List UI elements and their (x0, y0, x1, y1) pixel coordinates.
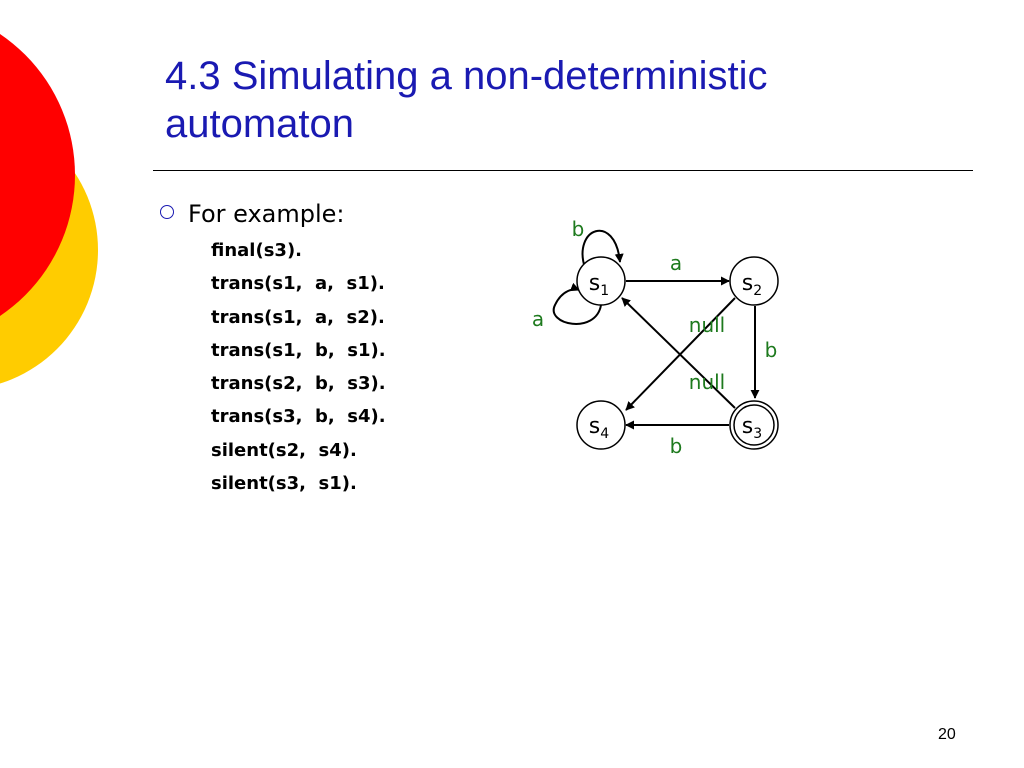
code-line: trans(s1, a, s1). (211, 273, 385, 295)
bullet-text: For example: (188, 200, 345, 228)
bullet-circle-icon (160, 205, 174, 219)
svg-text:s2: s2 (742, 271, 762, 299)
state-s4: s4 (576, 400, 626, 450)
state-s4-label: s (589, 414, 600, 439)
state-s1-sub: 1 (600, 283, 609, 299)
state-s2-sub: 2 (753, 283, 762, 299)
code-list: final(s3). trans(s1, a, s1). trans(s1, a… (211, 234, 386, 500)
edge-s1-loop-a (552, 282, 602, 325)
state-s1: s1 (576, 256, 626, 306)
code-line: silent(s3, s1). (211, 473, 357, 495)
red-circle (0, 34, 75, 316)
state-s3-label: s (742, 414, 753, 439)
svg-text:s1: s1 (589, 271, 609, 299)
title-line-2: automaton (165, 102, 355, 146)
code-line: trans(s1, a, s2). (211, 306, 385, 328)
code-line: trans(s3, b, s4). (211, 406, 386, 428)
state-s2-label: s (742, 271, 753, 296)
label-s2-s4: null (689, 313, 725, 337)
code-line: final(s3). (211, 240, 303, 261)
label-s3-s1: null (689, 370, 725, 394)
code-line: silent(s2, s4). (211, 439, 357, 461)
code-line: trans(s2, b, s3). (211, 373, 386, 395)
edge-s1-loop-b (581, 229, 624, 269)
bullet-item: For example: (160, 200, 345, 228)
label-s1-loop-b: b (572, 217, 585, 241)
label-s3-s4: b (670, 434, 683, 458)
title-line-1: 4.3 Simulating a non-deterministic (165, 54, 768, 98)
title-divider (153, 170, 973, 171)
state-s2: s2 (729, 256, 779, 306)
svg-text:s4: s4 (589, 414, 609, 442)
label-s1-s2: a (670, 251, 682, 275)
label-s2-s3: b (765, 338, 778, 362)
page-title: 4.3 Simulating a non-deterministic autom… (165, 52, 985, 148)
state-s3-sub: 3 (753, 426, 762, 442)
decorative-circles (0, 34, 98, 384)
state-s1-label: s (589, 271, 600, 296)
state-s3-final: s3 (729, 400, 779, 450)
svg-text:s3: s3 (742, 414, 762, 442)
edge-s3-s1 (621, 297, 736, 409)
state-s4-sub: 4 (600, 426, 609, 442)
code-line: trans(s1, b, s1). (211, 339, 386, 361)
page-number: 20 (938, 726, 956, 743)
label-s1-loop-a: a (532, 307, 544, 331)
